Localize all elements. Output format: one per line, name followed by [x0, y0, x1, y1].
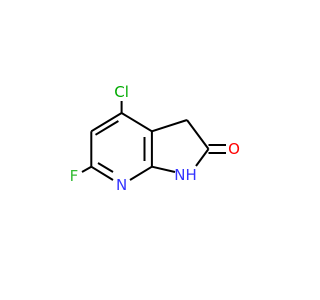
chlorine-label: Cl — [114, 83, 129, 101]
bond-n7-c7a — [129, 165, 153, 181]
bond-c6-f — [81, 165, 92, 173]
pyridine-nitrogen-label: N — [116, 176, 127, 194]
bond-c3a-c3 — [151, 119, 188, 133]
lactam-nh-label: NH — [174, 166, 197, 184]
carbonyl-oxygen-label: O — [228, 140, 240, 158]
bond-c6-n7-inner — [97, 162, 114, 173]
bond-c2-nh — [195, 148, 210, 167]
structure-diagram: Cl F N NH O — [70, 83, 240, 194]
bond-c3a-c4 — [121, 112, 153, 133]
bond-c3-c2 — [186, 119, 210, 150]
bond-c4-c5-inner — [94, 120, 119, 136]
molecule-canvas: Cl F N NH O — [70, 83, 240, 194]
bonds — [81, 101, 226, 181]
bond-nh-c7a — [151, 165, 176, 173]
fluorine-label: F — [70, 167, 79, 185]
atom-labels: Cl F N NH O — [70, 83, 240, 194]
bond-c4-c5 — [90, 112, 123, 133]
bond-c6-n7 — [90, 165, 114, 181]
